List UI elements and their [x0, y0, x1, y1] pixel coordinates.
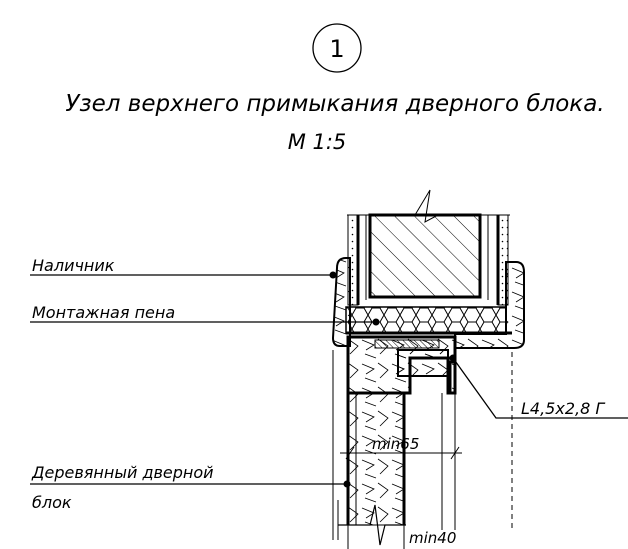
label-casing: Наличник [32, 256, 115, 275]
node-marker: 1 [312, 23, 362, 73]
drawing-scale: М 1:5 [288, 130, 347, 154]
label-angle-profile: L4,5х2,8 Г [521, 399, 605, 418]
label-door-block-line2: блок [32, 493, 72, 512]
mounting-foam [345, 306, 512, 335]
label-mounting-foam: Монтажная пена [32, 303, 175, 322]
dimension-min65: min65 [372, 435, 419, 453]
label-door-block-line1: Деревянный дверной [31, 463, 214, 482]
leaders [30, 271, 628, 488]
drawing-title: Узел верхнего примыкания дверного блока. [65, 91, 604, 117]
node-number: 1 [329, 35, 344, 63]
dimension-min40: min40 [409, 529, 456, 547]
dimension-lines [340, 446, 462, 549]
wall-lintel [347, 189, 510, 306]
door-frame [346, 335, 457, 395]
door-block [332, 350, 513, 546]
